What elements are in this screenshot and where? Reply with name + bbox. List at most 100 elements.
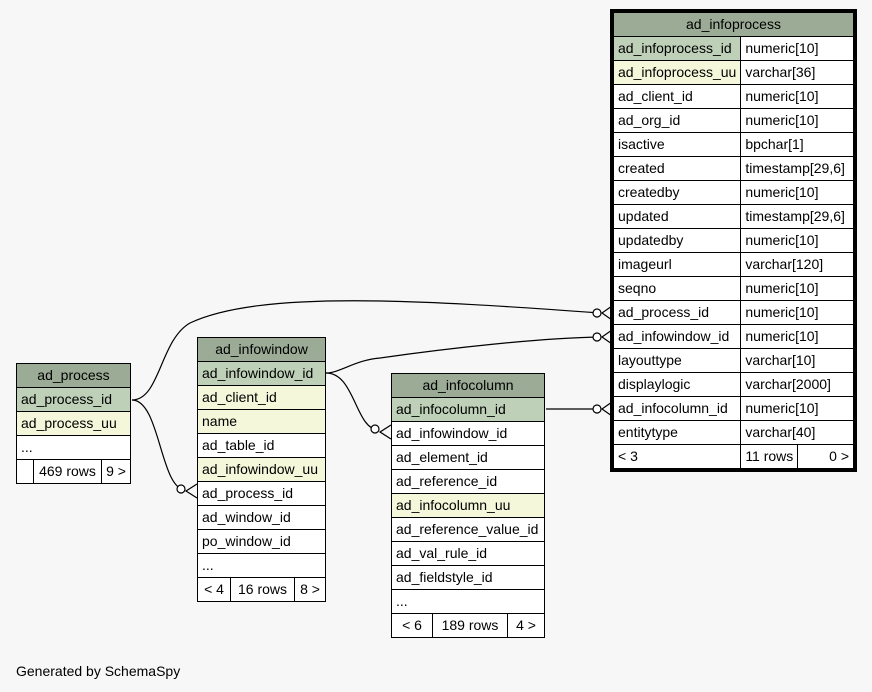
footer-parents[interactable]: < 6 [391, 613, 433, 638]
column-row[interactable]: ad_process_id [16, 387, 131, 412]
column-row[interactable]: ad_infocolumn_uu [391, 493, 545, 518]
column-name[interactable]: displaylogic [612, 372, 742, 397]
edge-end-circle [176, 484, 186, 494]
table-ad-process[interactable]: ad_process ad_process_id ad_process_uu .… [16, 363, 131, 484]
footer-children[interactable]: 9 > [101, 459, 131, 484]
edge-process-to-infowindow [131, 399, 186, 491]
table-title[interactable]: ad_infoprocess [613, 12, 854, 37]
column-type: numeric[10] [740, 228, 854, 253]
column-type: timestamp[29,6] [740, 156, 854, 181]
column-row: ... [16, 435, 131, 460]
column-row: ... [391, 589, 545, 614]
column-type: varchar[40] [740, 420, 854, 445]
table-ad-infowindow[interactable]: ad_infowindow ad_infowindow_id ad_client… [197, 337, 326, 602]
column-name[interactable]: ad_infoprocess_id [612, 36, 742, 61]
column-type: numeric[10] [740, 36, 854, 61]
column-name[interactable]: ad_process_id [612, 300, 742, 325]
edge-process-to-infoprocess [131, 300, 601, 401]
footer-parents[interactable]: < 3 [612, 444, 742, 469]
column-name[interactable]: ad_infowindow_id [612, 324, 742, 349]
column-type: numeric[10] [740, 108, 854, 133]
table-ad-infocolumn[interactable]: ad_infocolumn ad_infocolumn_id ad_infowi… [391, 373, 545, 638]
column-name[interactable]: entitytype [612, 420, 742, 445]
column-name[interactable]: isactive [612, 132, 742, 157]
column-row[interactable]: po_window_id [197, 529, 326, 554]
edge-end-circle [592, 308, 602, 318]
footer-rows: 11 rows [740, 444, 799, 469]
column-row[interactable]: ad_client_id [197, 385, 326, 410]
column-row[interactable]: name [197, 409, 326, 434]
column-row[interactable]: ad_val_rule_id [391, 541, 545, 566]
column-name[interactable]: ad_client_id [612, 84, 742, 109]
column-row[interactable]: ad_infocolumn_id [391, 397, 545, 422]
footer-rows: 189 rows [432, 613, 508, 638]
footer-children[interactable]: 4 > [507, 613, 545, 638]
column-name[interactable]: updatedby [612, 228, 742, 253]
table-title[interactable]: ad_infowindow [197, 337, 326, 362]
column-type: numeric[10] [740, 324, 854, 349]
edge-infowindow-to-infocolumn [325, 372, 379, 431]
column-type: numeric[10] [740, 84, 854, 109]
column-row[interactable]: ad_reference_value_id [391, 517, 545, 542]
column-row[interactable]: ad_reference_id [391, 469, 545, 494]
column-type: varchar[36] [740, 60, 854, 85]
column-row[interactable]: ad_table_id [197, 433, 326, 458]
edge-end-circle [592, 404, 602, 414]
crowfoot [600, 401, 613, 417]
crowfoot [600, 305, 613, 321]
table-title[interactable]: ad_infocolumn [391, 373, 545, 398]
column-row[interactable]: ad_window_id [197, 505, 326, 530]
crowfoot [378, 424, 392, 440]
column-type: varchar[10] [740, 348, 854, 373]
column-row[interactable]: ad_process_id [197, 481, 326, 506]
column-name[interactable]: ad_infocolumn_id [612, 396, 742, 421]
column-row[interactable]: ad_fieldstyle_id [391, 565, 545, 590]
edge-end-circle [370, 424, 380, 434]
column-name[interactable]: imageurl [612, 252, 742, 277]
footer-parents [16, 459, 34, 484]
column-type: numeric[10] [740, 300, 854, 325]
column-type: numeric[10] [740, 276, 854, 301]
footer-parents[interactable]: < 4 [197, 577, 231, 602]
column-name[interactable]: updated [612, 204, 742, 229]
column-row[interactable]: ad_infowindow_id [391, 421, 545, 446]
column-name[interactable]: layouttype [612, 348, 742, 373]
column-name[interactable]: ad_infoprocess_uu [612, 60, 742, 85]
column-name[interactable]: ad_org_id [612, 108, 742, 133]
footer-children[interactable]: 8 > [294, 577, 326, 602]
column-type: timestamp[29,6] [740, 204, 854, 229]
table-title[interactable]: ad_process [16, 363, 131, 388]
crowfoot [184, 483, 198, 499]
column-name[interactable]: createdby [612, 180, 742, 205]
column-type: varchar[2000] [740, 372, 854, 397]
footer-rows: 16 rows [230, 577, 295, 602]
column-type: numeric[10] [740, 396, 854, 421]
column-name[interactable]: seqno [612, 276, 742, 301]
column-row[interactable]: ad_element_id [391, 445, 545, 470]
column-type: numeric[10] [740, 180, 854, 205]
column-row[interactable]: ad_process_uu [16, 411, 131, 436]
column-row[interactable]: ad_infowindow_id [197, 361, 326, 386]
column-name[interactable]: created [612, 156, 742, 181]
column-row[interactable]: ad_infowindow_uu [197, 457, 326, 482]
edge-infowindow-to-infoprocess [325, 336, 601, 374]
